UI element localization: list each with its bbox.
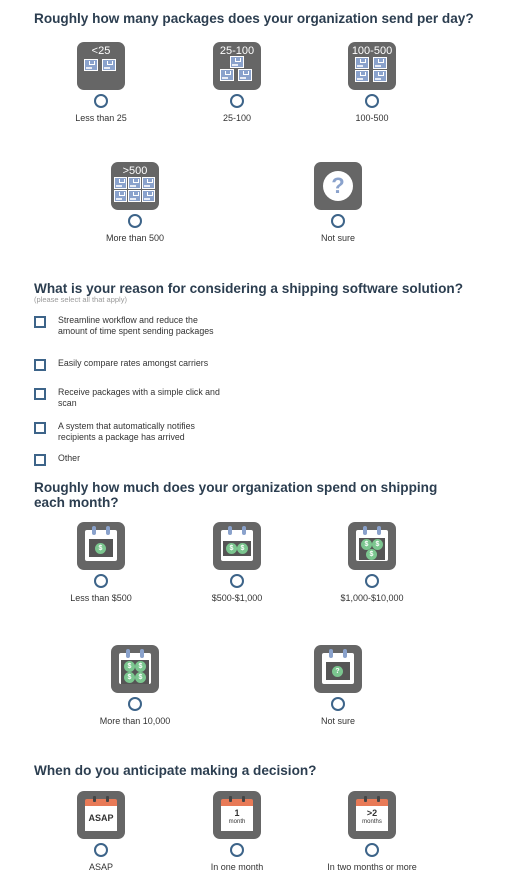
question-reason-subtitle: (please select all that apply) [34, 295, 127, 304]
option-label: $500-$1,000 [211, 593, 263, 603]
packages-medium-icon: 25-100 [213, 42, 261, 90]
radio-more-than-10000[interactable] [128, 697, 142, 711]
tile-text: >500 [122, 165, 148, 177]
checkbox-row-compare-rates[interactable]: Easily compare rates amongst carriers [34, 358, 228, 371]
tile-text: <25 [91, 45, 111, 57]
option-label: In one month [210, 862, 264, 872]
checkbox-label: Streamline workflow and reduce the amoun… [58, 315, 214, 336]
radio-100-500[interactable] [365, 94, 379, 108]
tile-text: 100-500 [351, 45, 393, 57]
option-spend-not-sure[interactable]: ? Not sure [268, 645, 408, 726]
coin: ? [332, 666, 343, 677]
checkbox-streamline[interactable] [34, 316, 46, 328]
calendar-asap-icon: ASAP [77, 791, 125, 839]
radio-two-months[interactable] [365, 843, 379, 857]
checkbox-row-receive-packages[interactable]: Receive packages with a simple click and… [34, 387, 238, 408]
radio-less-than-500[interactable] [94, 574, 108, 588]
radio-spend-not-sure[interactable] [331, 697, 345, 711]
checkbox-label: Receive packages with a simple click and… [58, 387, 220, 408]
option-label: Not sure [320, 233, 355, 243]
question-monthly-spend: Roughly how much does your organization … [34, 480, 438, 510]
checkbox-row-notifies[interactable]: A system that automatically notifies rec… [34, 421, 228, 442]
option-label: More than 10,000 [99, 716, 171, 726]
calendar-money-icon: $ $ $ $ [111, 645, 159, 693]
option-1000-10000[interactable]: $ $ $ $1,000-$10,000 [302, 522, 442, 603]
radio-one-month[interactable] [230, 843, 244, 857]
packages-small-icon: <25 [77, 42, 125, 90]
question-mark-icon: ? [314, 162, 362, 210]
calendar-money-icon: $ $ [213, 522, 261, 570]
checkbox-row-streamline[interactable]: Streamline workflow and reduce the amoun… [34, 315, 228, 336]
option-label: ASAP [88, 862, 113, 872]
radio-less-than-25[interactable] [94, 94, 108, 108]
checkbox-row-other[interactable]: Other [34, 453, 228, 466]
checkbox-other[interactable] [34, 454, 46, 466]
option-25-100[interactable]: 25-100 25-100 [167, 42, 307, 123]
tile-sub-text: month [228, 819, 246, 825]
tile-main-text: ASAP [88, 813, 114, 823]
checkbox-label: Easily compare rates amongst carriers [58, 358, 209, 368]
option-label: Not sure [320, 716, 355, 726]
option-two-months[interactable]: >2 months In two months or more [302, 791, 442, 872]
packages-large-icon: 100-500 [348, 42, 396, 90]
option-label: 25-100 [222, 113, 252, 123]
option-one-month[interactable]: 1 month In one month [167, 791, 307, 872]
question-decision-timing: When do you anticipate making a decision… [34, 763, 317, 778]
coin: $ [361, 539, 372, 550]
coin: $ [124, 672, 135, 683]
question-packages-per-day: Roughly how many packages does your orga… [34, 11, 474, 26]
radio-packages-not-sure[interactable] [331, 214, 345, 228]
option-more-than-10000[interactable]: $ $ $ $ More than 10,000 [65, 645, 205, 726]
option-label: In two months or more [327, 862, 417, 872]
radio-asap[interactable] [94, 843, 108, 857]
option-500-1000[interactable]: $ $ $500-$1,000 [167, 522, 307, 603]
checkbox-compare-rates[interactable] [34, 359, 46, 371]
option-label: More than 500 [105, 233, 165, 243]
checkbox-label: A system that automatically notifies rec… [58, 421, 195, 442]
question-reason: What is your reason for considering a sh… [34, 281, 463, 296]
coin: $ [95, 543, 106, 554]
option-less-than-500[interactable]: $ Less than $500 [31, 522, 171, 603]
coin: $ [237, 543, 248, 554]
tile-main-text: >2 [366, 808, 378, 818]
calendar-one-month-icon: 1 month [213, 791, 261, 839]
coin: $ [124, 661, 135, 672]
coin: $ [372, 539, 383, 550]
option-100-500[interactable]: 100-500 100-500 [302, 42, 442, 123]
tile-main-text: 1 [234, 808, 240, 818]
calendar-money-icon: $ $ $ [348, 522, 396, 570]
calendar-money-icon: $ [77, 522, 125, 570]
coin: $ [135, 661, 146, 672]
option-packages-not-sure[interactable]: ? Not sure [268, 162, 408, 243]
option-label: Less than 25 [75, 113, 127, 123]
tile-text: 25-100 [219, 45, 255, 57]
radio-25-100[interactable] [230, 94, 244, 108]
tile-sub-text: months [362, 819, 382, 825]
option-less-than-25[interactable]: <25 Less than 25 [31, 42, 171, 123]
option-more-than-500[interactable]: >500 More than 500 [65, 162, 205, 243]
coin: $ [366, 549, 377, 560]
radio-500-1000[interactable] [230, 574, 244, 588]
calendar-unknown-icon: ? [314, 645, 362, 693]
coin: $ [135, 672, 146, 683]
coin: $ [226, 543, 237, 554]
option-label: Less than $500 [70, 593, 132, 603]
checkbox-notifies[interactable] [34, 422, 46, 434]
radio-more-than-500[interactable] [128, 214, 142, 228]
checkbox-label: Other [58, 453, 81, 463]
radio-1000-10000[interactable] [365, 574, 379, 588]
checkbox-receive-packages[interactable] [34, 388, 46, 400]
option-asap[interactable]: ASAP ASAP [31, 791, 171, 872]
question-mark: ? [323, 171, 353, 201]
calendar-two-months-icon: >2 months [348, 791, 396, 839]
packages-xlarge-icon: >500 [111, 162, 159, 210]
option-label: $1,000-$10,000 [340, 593, 404, 603]
option-label: 100-500 [355, 113, 389, 123]
